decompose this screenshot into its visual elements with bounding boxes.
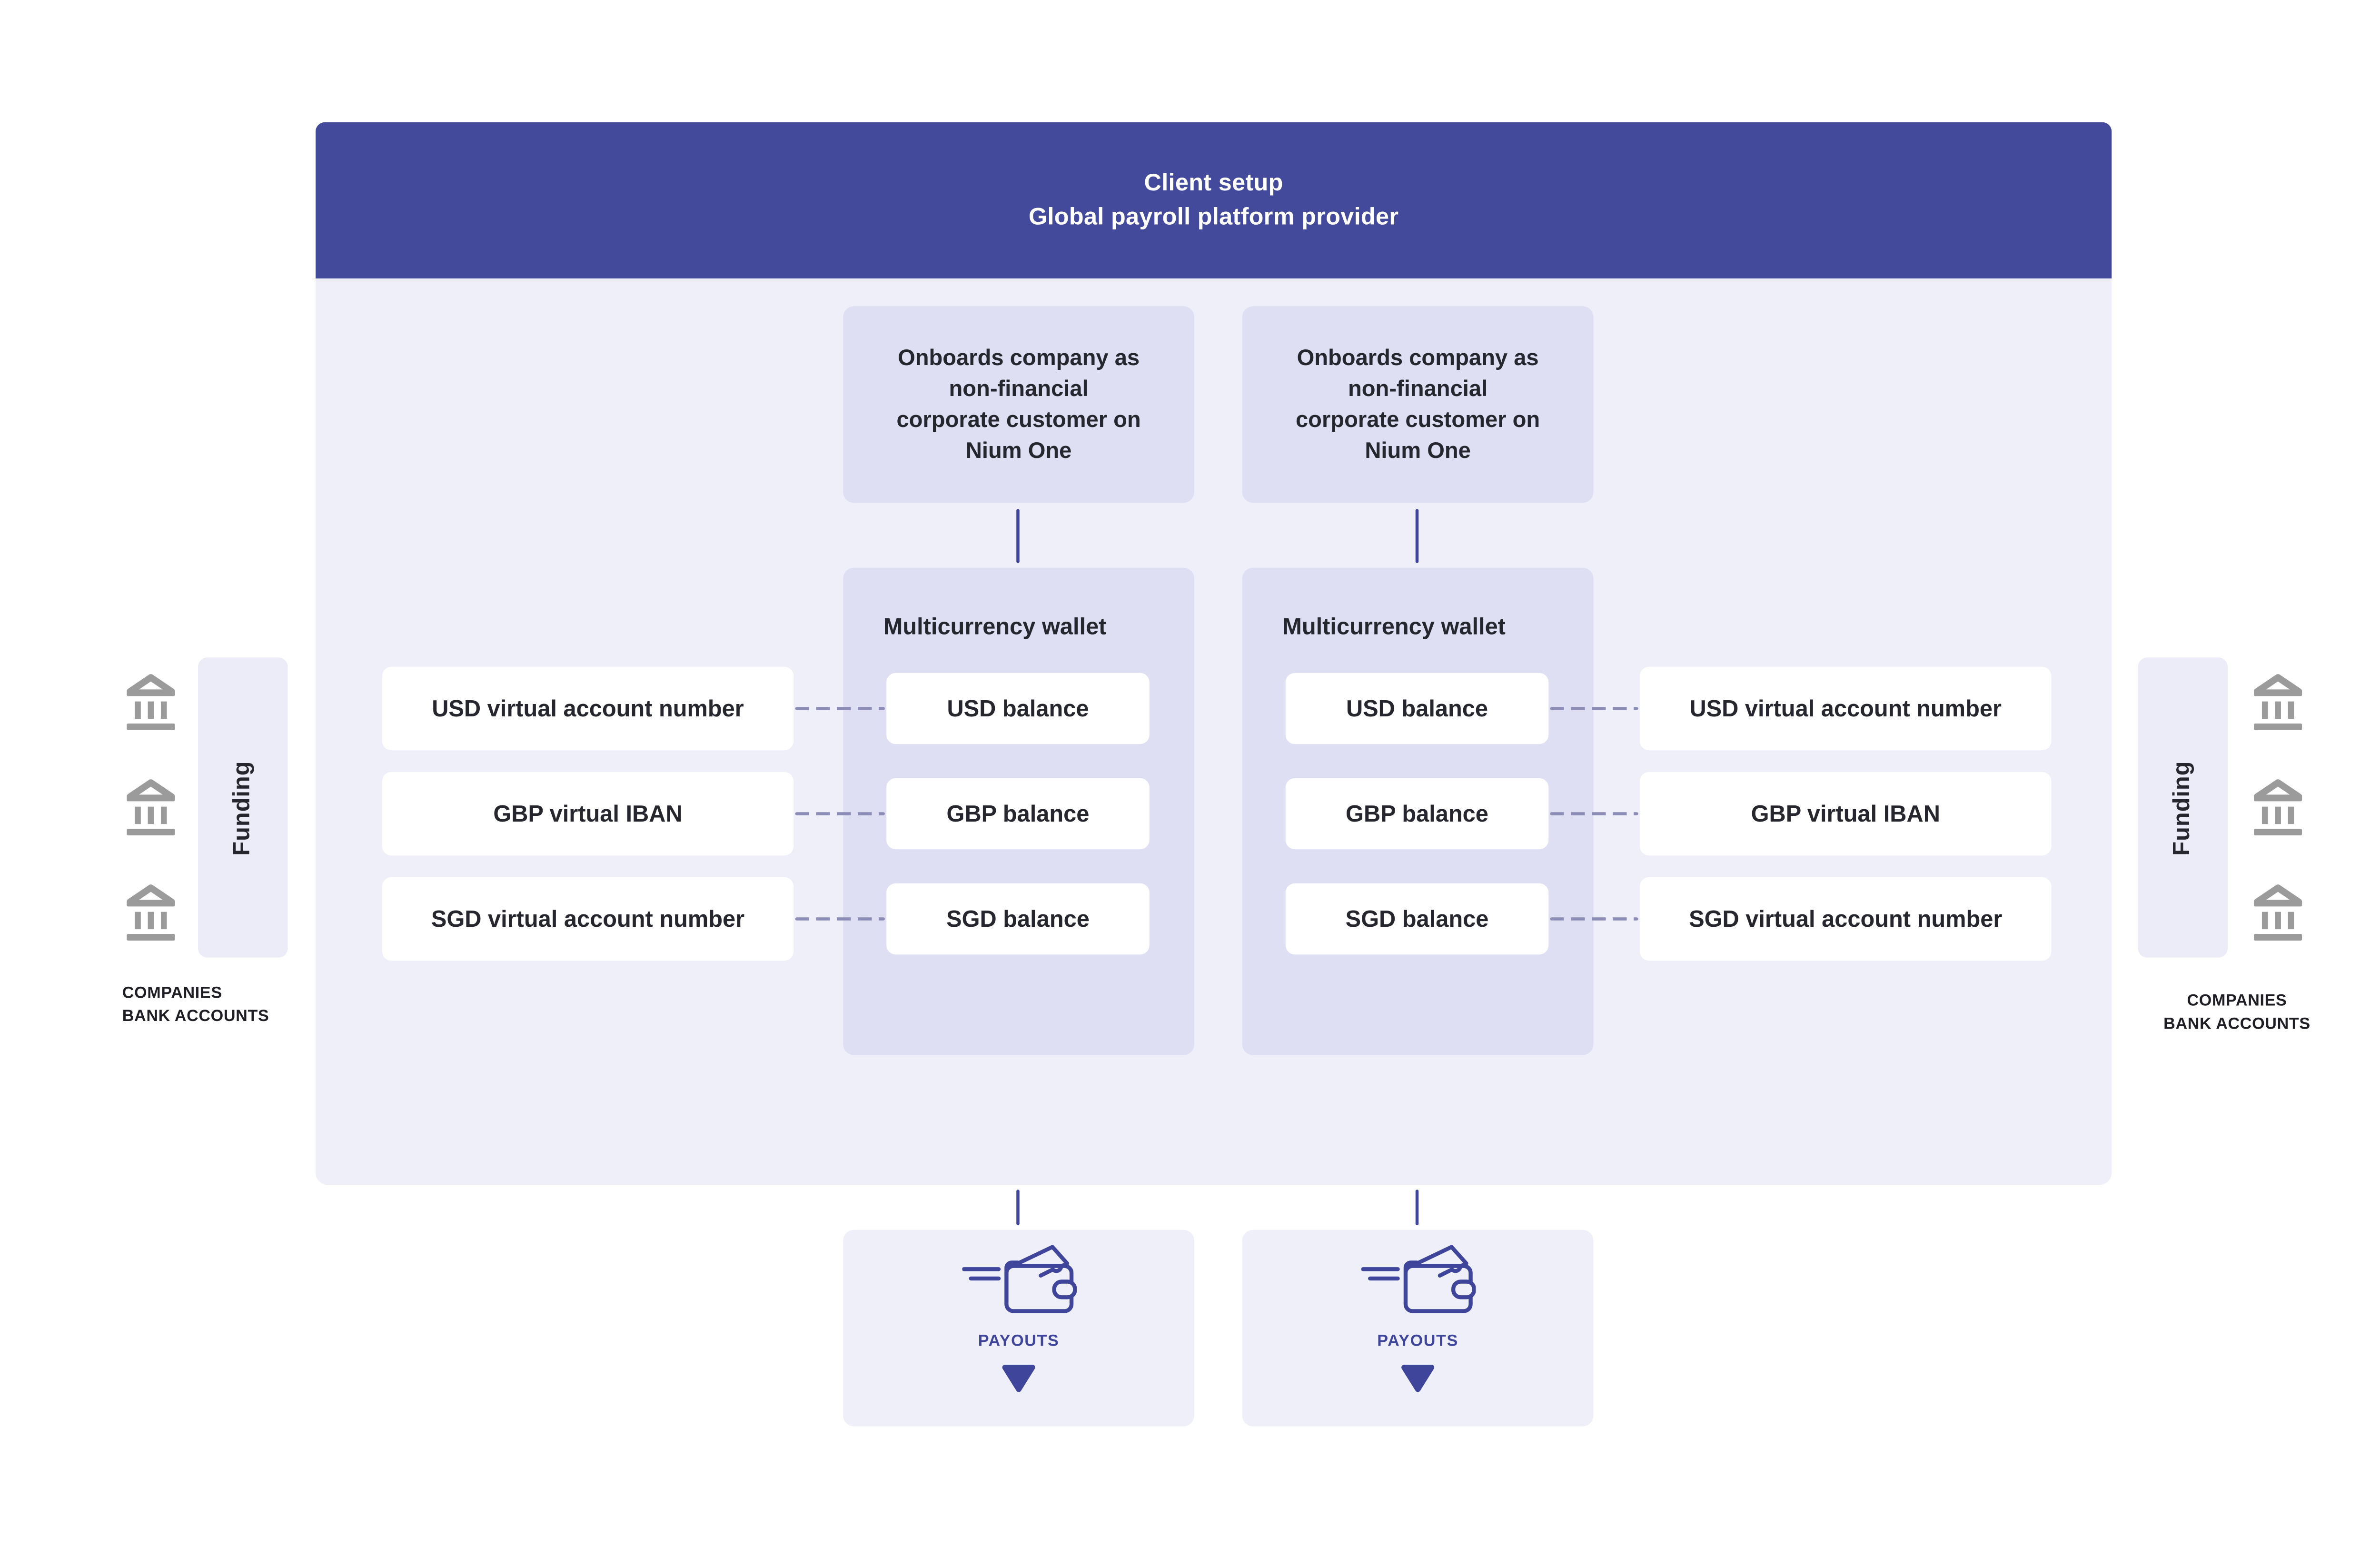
virtual-account-label: GBP virtual IBAN: [1751, 800, 1940, 827]
companies-bank-accounts-label-right: COMPANIES BANK ACCOUNTS: [2163, 992, 2311, 1033]
dashed-connector: [795, 707, 885, 711]
connector-onboard-wallet-right: [1415, 509, 1419, 563]
payouts-box-left: PAYOUTS: [843, 1230, 1194, 1427]
bank-building-icon: [124, 672, 178, 730]
virtual-account-label: SGD virtual account number: [1689, 905, 2003, 932]
banner-title: Client setup: [1144, 169, 1283, 196]
funding-label: Funding: [229, 760, 256, 855]
dashed-connector: [1550, 707, 1638, 711]
bank-building-icon: [2251, 777, 2305, 835]
connector-panel-payout-right: [1415, 1190, 1419, 1225]
dashed-connector: [795, 812, 885, 816]
wallet-payout-icon: [1360, 1244, 1475, 1313]
onboarding-box-right: Onboards company as non-financial corpor…: [1242, 306, 1594, 503]
onboarding-box-left: Onboards company as non-financial corpor…: [843, 306, 1194, 503]
connector-panel-payout-left: [1016, 1190, 1020, 1225]
dashed-connector: [1550, 812, 1638, 816]
virtual-account-card-usd-right: USD virtual account number: [1640, 666, 2052, 751]
onboarding-text: Onboards company as non-financial corpor…: [896, 346, 1141, 464]
virtual-account-label: USD virtual account number: [1689, 695, 2002, 722]
wallet-title: Multicurrency wallet: [883, 614, 1107, 641]
bank-building-icon: [2251, 672, 2305, 730]
balance-label: USD balance: [1346, 695, 1488, 722]
balance-card-sgd: SGD balance: [1285, 883, 1549, 955]
virtual-iban-card-gbp-right: GBP virtual IBAN: [1640, 772, 2052, 856]
dashed-connector: [1550, 917, 1638, 921]
triangle-down-icon: [1400, 1363, 1436, 1394]
payouts-box-right: PAYOUTS: [1242, 1230, 1594, 1427]
balance-label: SGD balance: [946, 905, 1090, 932]
balance-card-gbp: GBP balance: [886, 778, 1150, 850]
banner-subtitle: Global payroll platform provider: [1028, 203, 1399, 230]
balance-card-usd: USD balance: [886, 673, 1150, 744]
virtual-iban-card-gbp-left: GBP virtual IBAN: [382, 772, 794, 856]
bank-building-icon: [124, 882, 178, 941]
virtual-account-card-usd-left: USD virtual account number: [382, 666, 794, 751]
payouts-label: PAYOUTS: [1377, 1332, 1458, 1351]
funding-label: Funding: [2170, 760, 2196, 855]
funding-bar-left: Funding: [198, 657, 288, 958]
funding-bar-right: Funding: [2138, 657, 2228, 958]
virtual-account-card-sgd-left: SGD virtual account number: [382, 877, 794, 961]
balance-label: SGD balance: [1345, 905, 1489, 932]
client-setup-banner: Client setup Global payroll platform pro…: [316, 122, 2112, 278]
virtual-account-label: USD virtual account number: [432, 695, 744, 722]
bank-building-icon: [124, 777, 178, 835]
balance-card-sgd: SGD balance: [886, 883, 1150, 955]
onboarding-text: Onboards company as non-financial corpor…: [1295, 346, 1540, 464]
balance-label: GBP balance: [1346, 800, 1488, 827]
virtual-account-label: SGD virtual account number: [431, 905, 745, 932]
balance-card-usd: USD balance: [1285, 673, 1549, 744]
payouts-label: PAYOUTS: [978, 1332, 1060, 1351]
bank-building-icon: [2251, 882, 2305, 941]
balance-label: GBP balance: [946, 800, 1090, 827]
companies-bank-accounts-label-left: COMPANIES BANK ACCOUNTS: [122, 984, 269, 1026]
connector-onboard-wallet-left: [1016, 509, 1020, 563]
balance-card-gbp: GBP balance: [1285, 778, 1549, 850]
wallet-title: Multicurrency wallet: [1282, 614, 1506, 641]
triangle-down-icon: [1001, 1363, 1037, 1394]
wallet-payout-icon: [961, 1244, 1076, 1313]
balance-label: USD balance: [947, 695, 1089, 722]
virtual-account-card-sgd-right: SGD virtual account number: [1640, 877, 2052, 961]
virtual-account-label: GBP virtual IBAN: [493, 800, 683, 827]
dashed-connector: [795, 917, 885, 921]
